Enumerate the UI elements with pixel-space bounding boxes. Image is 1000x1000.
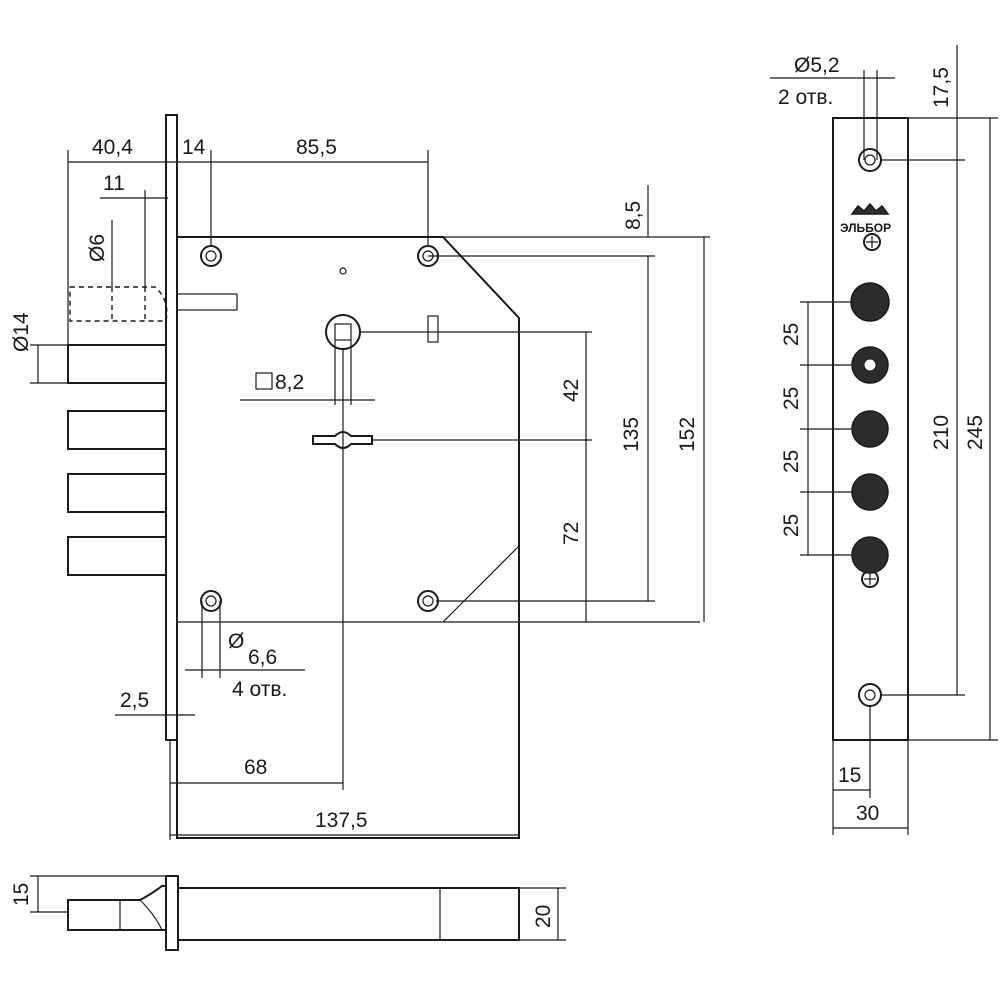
dim-dia-14: Ø14 <box>10 312 33 352</box>
strike-dim-17-5: 17,5 <box>930 67 953 108</box>
brand-logo: ЭЛЬБОР <box>840 202 891 235</box>
latch-tongue <box>176 293 238 311</box>
deadbolt-1 <box>67 344 167 384</box>
spindle-slot <box>427 315 439 343</box>
dim-dia-6: Ø6 <box>86 234 109 262</box>
lock-case <box>176 236 520 839</box>
dim-6-6: 6,6 <box>248 646 277 669</box>
strike-hole-note: 2 отв. <box>778 86 833 109</box>
dim-6-6-note: 4 отв. <box>232 678 287 701</box>
lock-faceplate <box>165 114 178 741</box>
dim-42: 42 <box>560 379 583 402</box>
dim-20: 20 <box>532 905 555 928</box>
screw-icon-top <box>863 233 881 251</box>
deadbolt-2 <box>67 410 167 450</box>
strike-pitch-3: 25 <box>780 450 803 473</box>
front-view-dimension-lines <box>30 150 710 840</box>
bolt-receptacle-2 <box>851 346 889 384</box>
strike-dim-210: 210 <box>930 415 953 450</box>
dim-135: 135 <box>620 417 643 452</box>
dim-dia-symbol: Ø <box>228 630 244 653</box>
dim-8-2: 8,2 <box>275 371 304 394</box>
dim-137-5: 137,5 <box>315 809 368 832</box>
dim-2-5: 2,5 <box>120 689 149 712</box>
dim-68: 68 <box>244 756 267 779</box>
bolt-receptacle-3 <box>851 410 889 448</box>
mounting-hole-bottom-left <box>200 590 222 612</box>
dim-11: 11 <box>103 172 125 195</box>
square-symbol <box>255 372 273 390</box>
lock-body-front-view <box>67 114 700 839</box>
dim-152: 152 <box>676 417 699 452</box>
bolt-receptacle-4 <box>851 473 889 511</box>
mounting-hole-top-left <box>200 245 222 267</box>
dim-15-side: 15 <box>10 883 33 906</box>
pin-hole <box>339 267 347 275</box>
latch-bolt <box>69 286 168 322</box>
dim-14-top: 14 <box>182 136 206 159</box>
strike-dim-15: 15 <box>838 764 861 787</box>
dim-72: 72 <box>560 522 583 545</box>
strike-pitch-1: 25 <box>780 323 803 346</box>
strike-dim-30: 30 <box>856 802 879 825</box>
dim-40-4: 40,4 <box>92 136 133 159</box>
keyhole <box>312 431 373 449</box>
brand-name: ЭЛЬБОР <box>840 221 891 235</box>
deadbolt-4 <box>67 536 167 576</box>
bolt-receptacle-1 <box>850 282 890 322</box>
dim-8-5: 8,5 <box>622 201 645 230</box>
strike-pitch-4: 25 <box>780 514 803 537</box>
bolt-receptacle-5 <box>851 536 889 574</box>
deadbolt-3 <box>67 473 167 513</box>
strike-plate-dimension-lines <box>770 45 998 835</box>
dim-85-5: 85,5 <box>296 136 337 159</box>
strike-hole-dia: Ø5,2 <box>794 54 840 77</box>
strike-pitch-2: 25 <box>780 387 803 410</box>
lock-side-view <box>30 875 566 951</box>
strike-dim-245: 245 <box>964 415 987 450</box>
